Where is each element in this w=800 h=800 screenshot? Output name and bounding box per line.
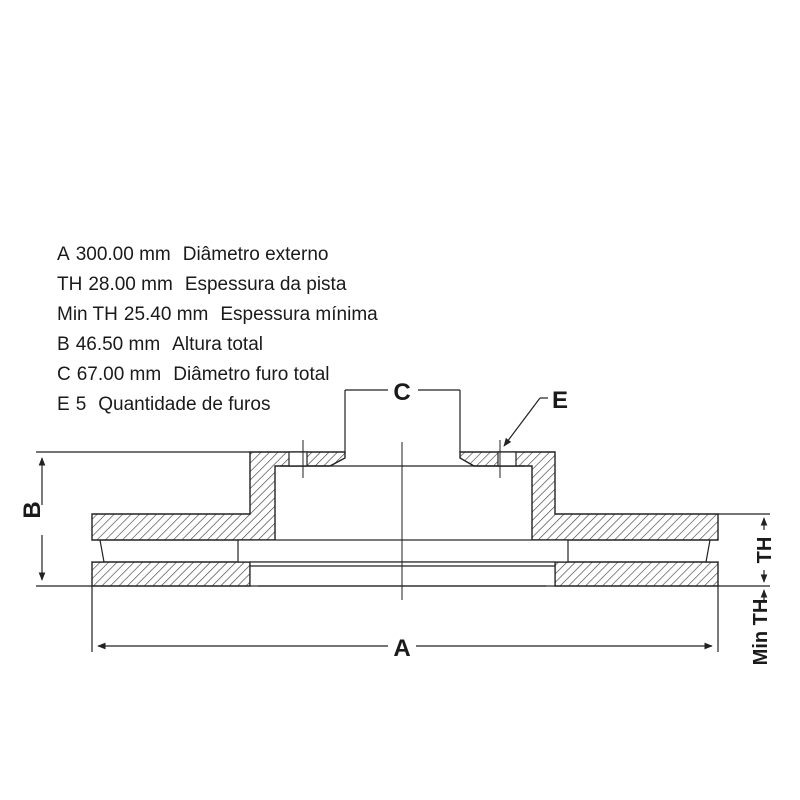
spec-code: Min TH xyxy=(57,304,118,325)
spec-code: TH xyxy=(57,274,83,295)
vent-left xyxy=(92,539,105,563)
dimension-c xyxy=(344,389,461,452)
hub-inner-ring xyxy=(237,539,569,563)
bolt-hole-left xyxy=(288,451,308,467)
bottom-ring-left xyxy=(91,561,251,587)
label-b: B xyxy=(19,501,46,518)
spec-value: 5 xyxy=(75,394,87,415)
bolt-center-markers xyxy=(302,440,501,478)
label-th: TH xyxy=(754,537,776,564)
dimension-e xyxy=(503,397,548,447)
dimension-b xyxy=(36,451,250,587)
spec-desc: Quantidade de furos xyxy=(98,394,271,415)
label-e: E xyxy=(552,387,568,414)
spec-desc: Espessura da pista xyxy=(184,274,347,295)
label-min-th: Min TH xyxy=(750,599,772,666)
bolt-hole-right xyxy=(497,451,517,467)
spec-value: 67.00 mm xyxy=(76,364,162,385)
spec-code: A xyxy=(57,244,70,265)
spec-code: C xyxy=(57,364,71,385)
disc-body xyxy=(91,451,719,587)
spec-value: 28.00 mm xyxy=(88,274,173,295)
spec-code: E xyxy=(57,394,70,415)
bottom-ring-right xyxy=(554,561,719,587)
spec-code: B xyxy=(57,334,70,355)
hat-left xyxy=(91,451,346,541)
dimension-a xyxy=(91,586,719,652)
spec-desc: Altura total xyxy=(172,334,263,355)
label-c: C xyxy=(393,379,410,406)
spec-value: 46.50 mm xyxy=(75,334,161,355)
spec-desc: Diâmetro externo xyxy=(182,244,329,265)
spec-value: 300.00 mm xyxy=(75,244,171,265)
hat-right xyxy=(459,451,719,541)
label-a: A xyxy=(393,635,410,662)
vent-right xyxy=(705,539,718,563)
dimension-th xyxy=(718,513,770,587)
spec-value: 25.40 mm xyxy=(123,304,209,325)
spec-desc: Diâmetro furo total xyxy=(173,364,330,385)
spec-desc: Espessura mínima xyxy=(220,304,378,325)
